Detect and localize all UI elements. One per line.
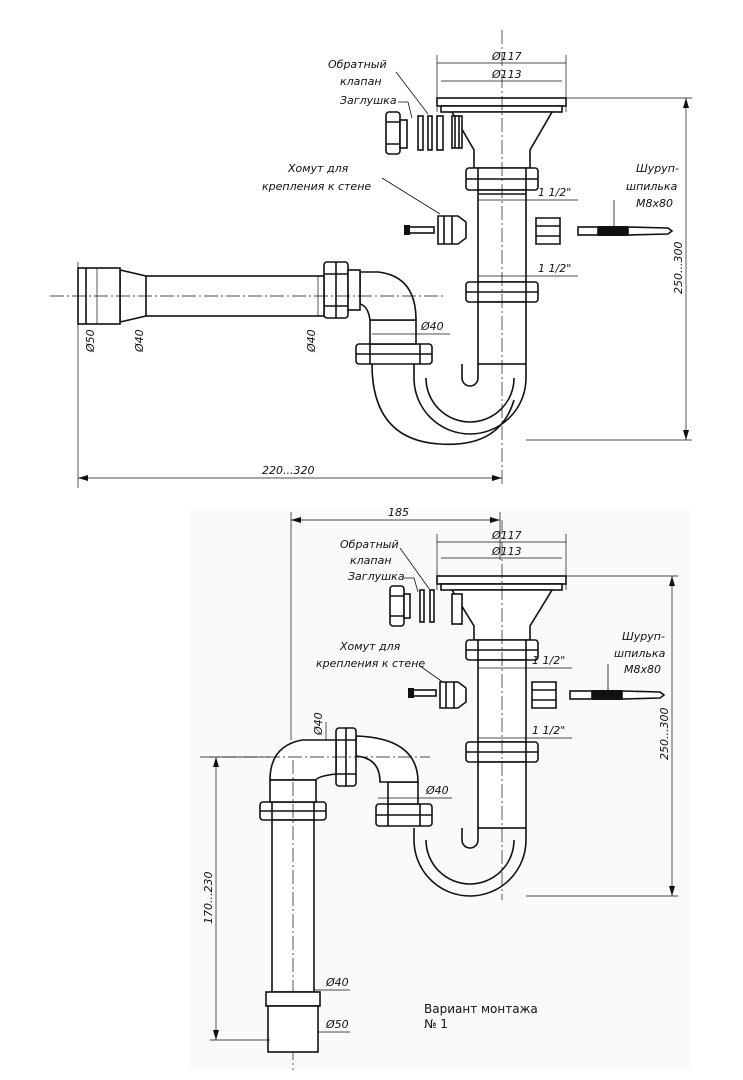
caption-line2: № 1 [424, 1017, 448, 1031]
callout-check-valve-bottom-line1: Обратный [340, 538, 399, 551]
dim-offset: 185 [388, 506, 409, 519]
caption-line1: Вариант монтажа [424, 1002, 538, 1016]
callout-screw-stud-line2: шпилька [626, 180, 678, 193]
u-trap-outer [413, 364, 527, 435]
dim-d40-top: Ø40 [312, 712, 325, 736]
dim-d40-trap-bottom: Ø40 [425, 784, 449, 797]
dim-height-bottom: 250...300 [658, 708, 671, 760]
dim-thread-lower: 1 1/2" [538, 262, 571, 275]
dim-thread-lower-bottom: 1 1/2" [532, 724, 565, 737]
dim-d113-bottom: Ø113 [491, 545, 522, 558]
dim-d50-bottom: Ø50 [325, 1018, 349, 1031]
dim-d40-trap: Ø40 [420, 320, 444, 333]
callout-wall-clamp-bottom-line2: крепления к стене [316, 657, 425, 670]
strainer-flange [436, 97, 567, 107]
bottom-socket [267, 1005, 319, 1053]
callout-wall-clamp-line2: крепления к стене [262, 180, 371, 193]
callout-plug: Заглушка [340, 94, 397, 107]
callout-wall-clamp-bottom-line1: Хомут для [339, 640, 401, 653]
dim-d117: Ø117 [491, 50, 522, 63]
callout-check-valve-bottom-line2: клапан [350, 554, 392, 567]
callout-screw-stud-line3: M8x80 [636, 197, 673, 210]
callout-screw-stud-bottom-line3: M8x80 [624, 663, 661, 676]
dim-height: 250...300 [672, 242, 685, 294]
top-assembly-diagram: Ø117 Ø113 1 1/2" 1 1/2" [50, 30, 692, 488]
callout-screw-stud-line1: Шуруп- [636, 162, 679, 175]
dim-height-down: 170...230 [202, 872, 215, 924]
dim-length: 220...320 [262, 464, 314, 477]
dim-d40-elbow: Ø40 [305, 329, 318, 353]
callout-check-valve-line2: клапан [340, 75, 382, 88]
dim-thread-upper-bottom: 1 1/2" [532, 654, 565, 667]
callout-screw-stud-bottom-line2: шпилька [614, 647, 666, 660]
dim-d113: Ø113 [491, 68, 522, 81]
clamp-bolt [407, 226, 435, 234]
callout-plug-bottom: Заглушка [348, 570, 405, 583]
plug-part [385, 111, 401, 155]
dim-d40-bottom: Ø40 [325, 976, 349, 989]
screw-stud [577, 226, 599, 236]
dim-thread-upper: 1 1/2" [538, 186, 571, 199]
callout-screw-stud-bottom-line1: Шуруп- [622, 630, 665, 643]
stud-nut [535, 217, 561, 245]
dim-d117-bottom: Ø117 [491, 529, 522, 542]
callout-check-valve-line1: Обратный [328, 58, 387, 71]
callout-wall-clamp-line1: Хомут для [287, 162, 349, 175]
dim-d40-outlet: Ø40 [133, 329, 146, 353]
bottom-assembly-diagram: 185 Ø117 Ø113 1 1/2" 1 1/2" [190, 506, 690, 1070]
dim-d50: Ø50 [84, 329, 97, 353]
u-trap-bottom [413, 828, 527, 897]
check-valve-ring [417, 115, 424, 151]
